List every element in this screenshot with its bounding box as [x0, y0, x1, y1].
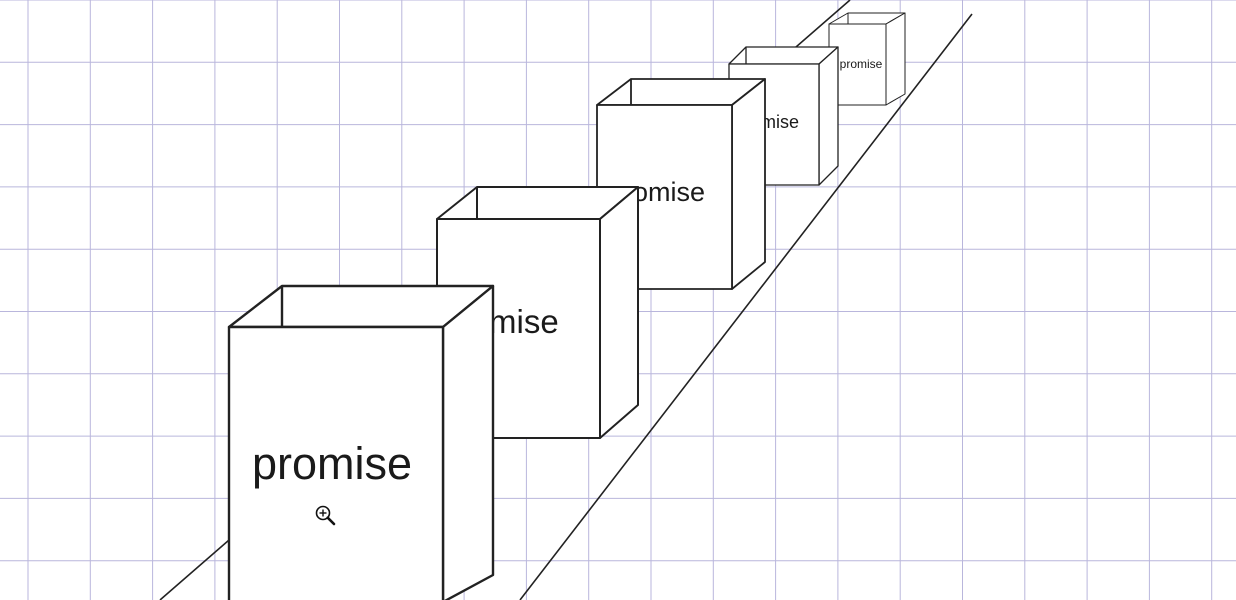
track-rail-lower [519, 13, 973, 600]
promise-box: promise [828, 12, 906, 106]
zoom-in-icon [315, 505, 336, 526]
promise-box-label: promise [252, 438, 412, 489]
promise-box-label: promise [840, 57, 883, 71]
promise-box: promise [227, 284, 495, 600]
